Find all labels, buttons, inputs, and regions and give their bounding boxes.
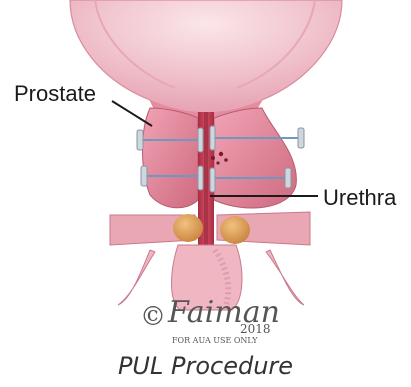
svg-text:2018: 2018	[240, 322, 271, 336]
figure-caption: PUL Procedure	[0, 352, 411, 380]
svg-text:FOR AUA USE ONLY: FOR AUA USE ONLY	[172, 336, 258, 345]
svg-text:©: ©	[140, 302, 166, 332]
prostate-right-lobe	[214, 108, 296, 208]
prostate-label: Prostate	[14, 81, 96, 107]
bladder	[70, 0, 342, 120]
prostate-leader-line	[112, 101, 152, 126]
crus-left	[118, 250, 155, 305]
seminal-left	[173, 214, 203, 242]
prostate-left-lobe	[143, 108, 199, 208]
artist-signature: © Faiman 2018 FOR AUA USE ONLY	[140, 295, 280, 345]
seminal-right	[220, 216, 250, 244]
urethra-label: Urethra	[323, 185, 396, 211]
